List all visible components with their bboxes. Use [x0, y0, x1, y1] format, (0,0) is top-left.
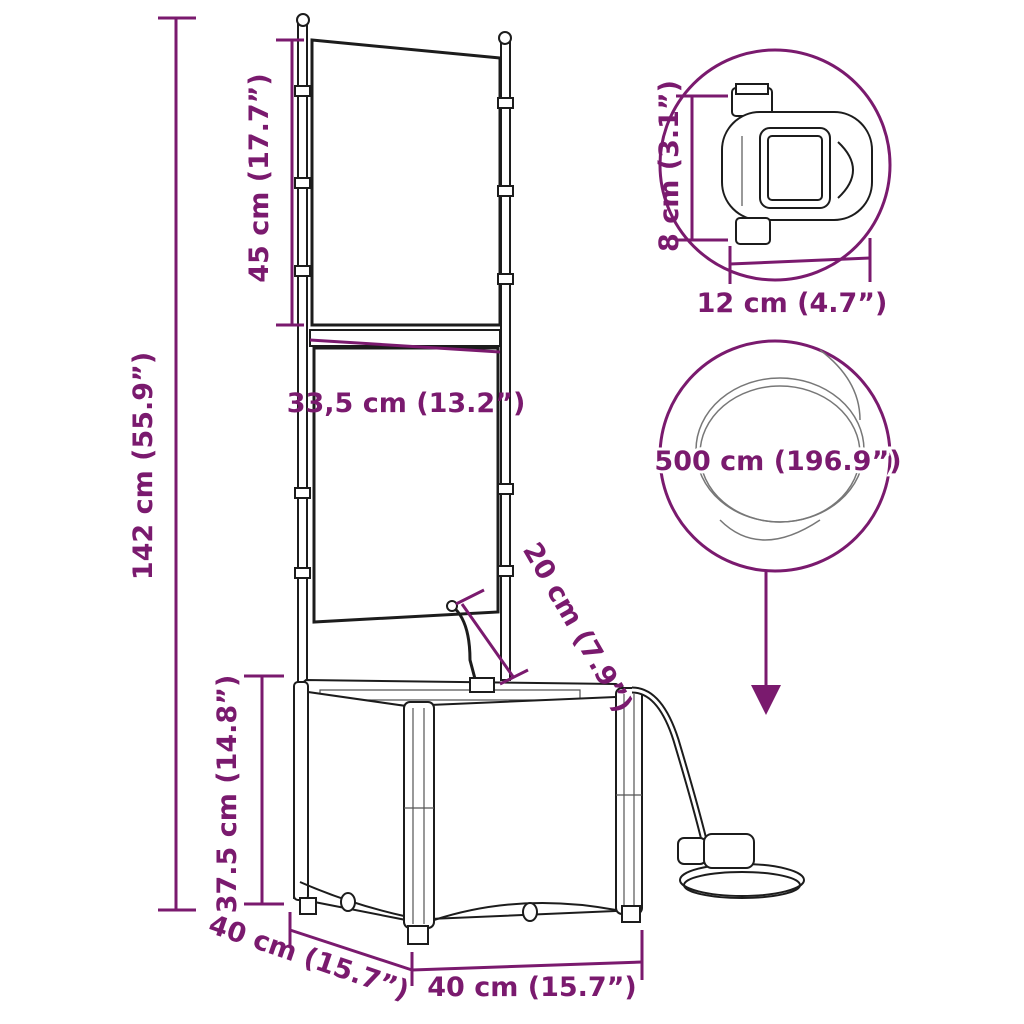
- trellis-right-post: [500, 39, 511, 681]
- planter-left-side: [293, 688, 407, 922]
- planter-corner-post: [615, 687, 643, 915]
- hose-coil-icon: [695, 349, 865, 541]
- drain-hole: [340, 892, 356, 912]
- planter-corner-post: [403, 701, 435, 929]
- total-height-label: 142 cm (55.9”): [128, 352, 159, 580]
- hose-connector: [677, 837, 707, 865]
- planter-depth-label: 40 cm (15.7”): [205, 909, 413, 1007]
- trellis-upper-panel: [310, 38, 502, 327]
- hose-connector: [703, 833, 755, 869]
- timer-height-label: 8 cm (3.1”): [654, 80, 685, 252]
- planter-foot: [407, 925, 429, 945]
- planter-box: [293, 600, 805, 945]
- planter-width-label: 40 cm (15.7”): [427, 972, 637, 1003]
- planter-foot: [621, 905, 641, 923]
- drain-hole: [522, 902, 538, 922]
- trellis-middle-bar: [309, 329, 501, 347]
- dripper-icon: [446, 600, 458, 612]
- planter-foot: [299, 897, 317, 915]
- dimension-lines: [158, 16, 644, 986]
- trellis-panel-height-label: 45 cm (17.7”): [244, 73, 275, 283]
- hose-length-label: 500 cm (196.9”): [654, 446, 901, 477]
- planter-corner-post: [293, 681, 309, 901]
- planter-height-label: 37.5 cm (14.8”): [212, 675, 243, 914]
- trellis-width-label: 33,5 cm (13.2”): [287, 388, 526, 419]
- hose-detail-circle: [658, 339, 892, 573]
- timer-detail: [658, 48, 892, 284]
- trellis-left-post: [297, 21, 308, 683]
- planter-front-side: [405, 694, 641, 922]
- post-cap: [296, 13, 310, 27]
- trellis: [294, 13, 514, 683]
- water-timer-icon: [721, 83, 873, 245]
- hose-detail: [658, 339, 892, 715]
- tube-connector: [469, 677, 495, 693]
- post-cap: [498, 31, 512, 45]
- timer-width-label: 12 cm (4.7”): [697, 288, 888, 319]
- post-clips: [294, 85, 514, 579]
